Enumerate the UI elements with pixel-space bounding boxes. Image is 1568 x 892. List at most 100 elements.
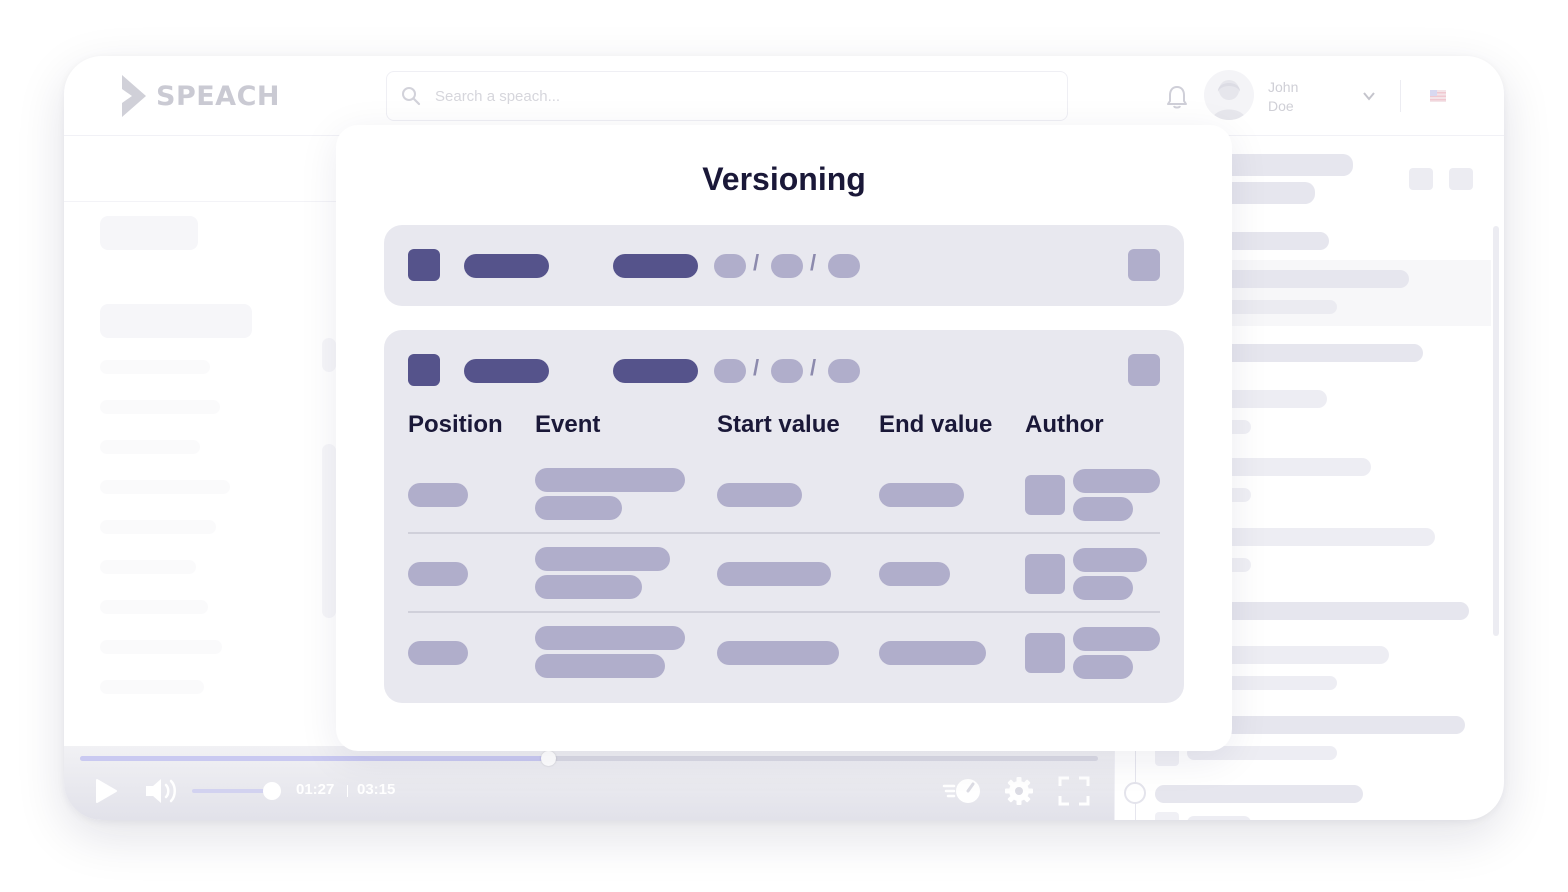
date-slash: / [753,355,760,380]
ghost-block [100,600,208,614]
panel-button[interactable] [1409,168,1433,190]
panel-skeleton [1187,716,1465,734]
event-skeleton [535,654,665,678]
panel-skeleton [1155,785,1363,803]
panel-skeleton [1215,232,1329,250]
panel-thumb [1155,812,1179,820]
collapse-toggle[interactable] [1128,354,1160,386]
version-label-skeleton [464,359,549,383]
start-value-skeleton [717,483,802,507]
date-skeleton [828,254,860,278]
version-checkbox[interactable] [408,249,440,281]
end-value-skeleton [879,483,964,507]
version-card-collapsed[interactable]: / / [384,225,1184,306]
ghost-block [322,444,336,618]
end-value-skeleton [879,562,950,586]
logo-mark-icon [122,75,146,117]
play-icon[interactable] [94,778,118,804]
date-skeleton [771,254,803,278]
event-skeleton [535,496,622,520]
panel-skeleton [1215,300,1337,314]
version-label-skeleton [613,254,698,278]
version-card-expanded[interactable]: / / Position Event Start value End value… [384,330,1184,703]
panel-skeleton [1215,344,1423,362]
panel-button[interactable] [1449,168,1473,190]
gear-icon[interactable] [1004,776,1034,806]
panel-skeleton [1215,676,1337,690]
version-label-skeleton [613,359,698,383]
expand-toggle[interactable] [1128,249,1160,281]
timeline-dot[interactable] [1124,782,1146,804]
date-skeleton [714,254,746,278]
column-header-event: Event [535,411,601,438]
right-panel [1114,136,1504,820]
speed-icon[interactable] [942,776,984,806]
table-row [408,534,1160,613]
ghost-block [100,400,220,414]
end-value-skeleton [879,641,986,665]
volume-knob[interactable] [263,782,281,800]
time-separator [347,785,348,797]
table-row [408,455,1160,534]
date-slash: / [810,250,817,275]
logo-text: SPEACH [156,80,280,112]
ghost-block [322,338,336,372]
start-value-skeleton [717,562,831,586]
author-skeleton [1073,548,1147,572]
date-skeleton [828,359,860,383]
ghost-block [100,480,230,494]
panel-skeleton [1187,816,1251,820]
table-row [408,613,1160,692]
author-avatar-skeleton [1025,475,1065,515]
event-skeleton [535,547,670,571]
date-slash: / [810,355,817,380]
author-skeleton [1073,655,1133,679]
position-skeleton [408,483,468,507]
flag-icon[interactable] [1430,90,1446,102]
ghost-block [100,680,204,694]
panel-scrollbar[interactable] [1493,226,1499,636]
search-box[interactable] [386,71,1068,121]
version-label-skeleton [464,254,549,278]
logo[interactable]: SPEACH [120,74,280,118]
panel-skeleton [1215,602,1469,620]
date-skeleton [714,359,746,383]
search-icon [402,87,421,106]
version-summary-row[interactable]: / / [408,249,1160,281]
progress-knob[interactable] [541,751,557,766]
volume-slider[interactable] [192,789,272,793]
version-summary-row[interactable]: / / [408,354,1160,386]
event-skeleton [535,575,642,599]
ghost-block [100,440,200,454]
ghost-block [100,560,196,574]
search-input[interactable] [435,87,995,105]
panel-skeleton [1215,270,1409,288]
ghost-block [100,304,252,338]
fullscreen-icon[interactable] [1058,776,1090,806]
video-player: 01:27 03:15 [64,746,1114,820]
versioning-modal: Versioning / / / / Position Even [336,125,1232,751]
version-checkbox[interactable] [408,354,440,386]
current-time: 01:27 [296,781,335,798]
volume-icon[interactable] [144,776,180,806]
bell-icon[interactable] [1166,84,1188,110]
column-header-author: Author [1025,411,1104,438]
author-skeleton [1073,627,1160,651]
start-value-skeleton [717,641,839,665]
chevron-down-icon[interactable] [1362,90,1376,102]
author-skeleton [1073,576,1133,600]
position-skeleton [408,562,468,586]
event-skeleton [535,468,685,492]
event-skeleton [535,626,685,650]
panel-skeleton [1215,646,1389,664]
column-header-position: Position [408,411,503,438]
panel-skeleton [1187,746,1337,760]
column-header-end-value: End value [879,411,993,438]
ghost-block [100,640,222,654]
panel-skeleton [1215,528,1435,546]
avatar[interactable] [1204,70,1254,120]
top-header: SPEACH John Doe [64,56,1504,136]
user-name[interactable]: John Doe [1268,78,1328,116]
progress-fill [80,756,549,761]
progress-bar[interactable] [80,751,1098,766]
